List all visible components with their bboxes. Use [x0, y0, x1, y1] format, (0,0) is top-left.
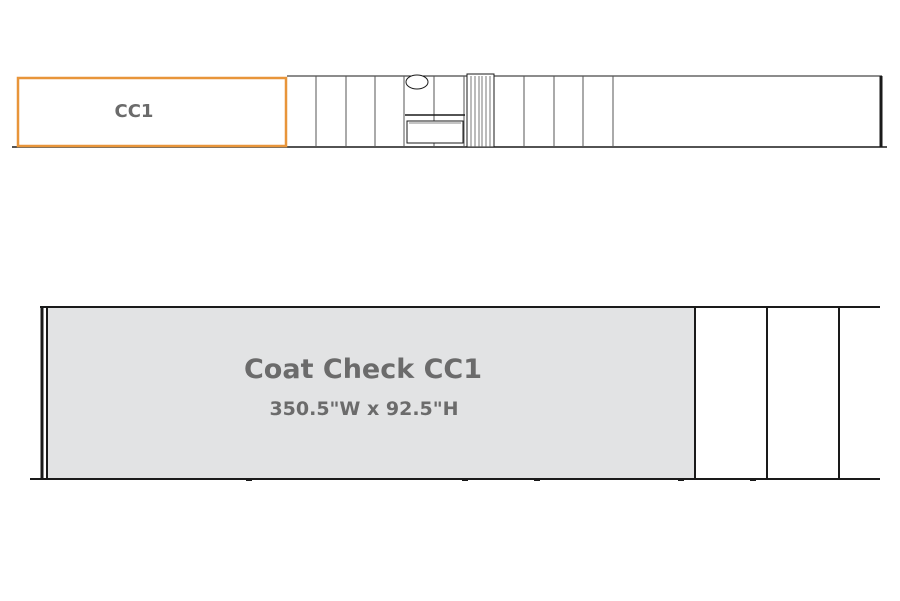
overview-elevation: CC1	[12, 73, 887, 148]
coat-check-dimensions: 350.5"W x 92.5"H	[269, 398, 458, 420]
cc1-highlight-box[interactable]	[16, 76, 288, 148]
overview-counter-unit	[405, 74, 465, 144]
detail-left-wall	[40, 307, 48, 479]
overview-panel-dividers	[315, 76, 614, 147]
overview-fluted-column	[466, 73, 495, 148]
coat-check-panel[interactable]	[48, 308, 695, 478]
coat-check-title: Coat Check CC1	[244, 354, 482, 385]
overview-cc1-highlight[interactable]: CC1	[16, 76, 288, 148]
detail-elevation: Coat Check CC1 350.5"W x 92.5"H	[30, 306, 880, 481]
cc1-highlight-label: CC1	[115, 101, 154, 122]
overview-counter-box	[406, 120, 464, 144]
overview-fixture-oval	[405, 74, 429, 90]
detail-base-ticks	[56, 478, 756, 481]
detail-panel-dividers	[694, 307, 840, 479]
